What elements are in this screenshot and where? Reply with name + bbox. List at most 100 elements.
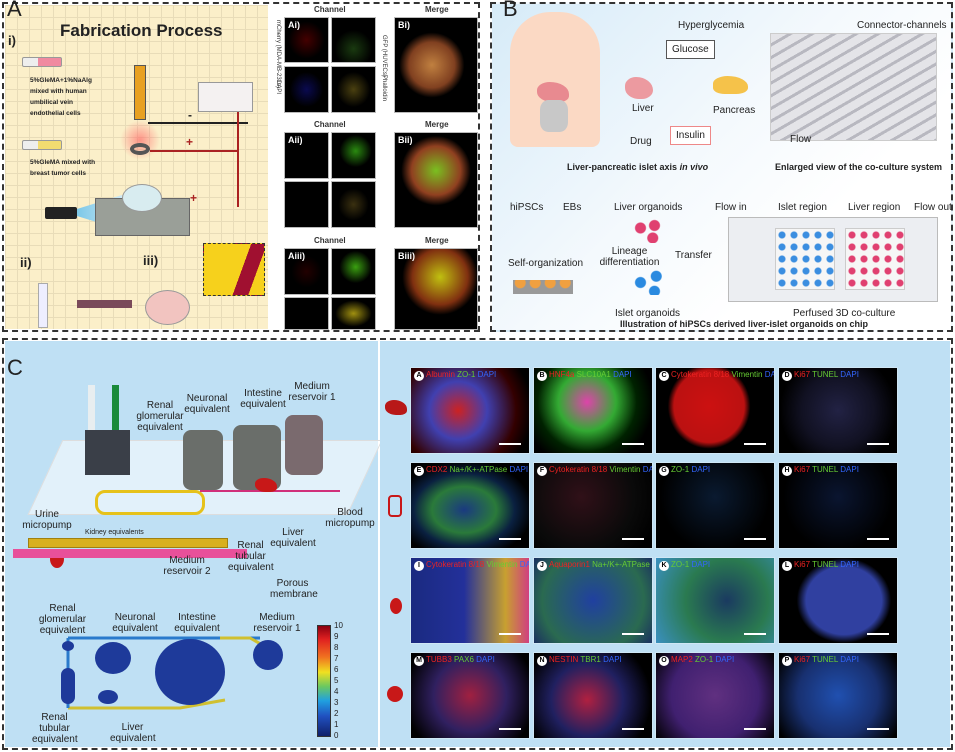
marker-label: TUNEL <box>812 655 839 664</box>
marker-label: DAPI <box>764 370 775 379</box>
wire <box>148 122 248 124</box>
pancreas-label: Pancreas <box>713 105 756 116</box>
marker-label: NESTIN <box>549 655 579 664</box>
colorbar-tick-label: 4 <box>334 687 339 696</box>
pump-connector-icon <box>85 430 130 475</box>
tile-letter: N <box>537 656 547 666</box>
channel-header: Channel <box>314 236 346 245</box>
image-aiii-dapi <box>284 297 329 330</box>
scale-bar <box>499 633 521 635</box>
scale-bar <box>622 728 644 730</box>
tubing-icon <box>112 385 119 440</box>
porous-membrane-label: Porous membrane <box>270 578 318 600</box>
liver-organoid-icons <box>630 218 665 243</box>
row-label-dapi: DAPI <box>275 80 281 95</box>
scale-bar <box>622 633 644 635</box>
panel-c <box>2 338 953 750</box>
islet-well-array <box>775 228 835 290</box>
marker-label: DAPI <box>477 370 497 379</box>
intestine-chamber <box>155 639 225 705</box>
scale-bar <box>867 728 889 730</box>
inset-zoom <box>203 243 265 296</box>
reservoir1-label: Medium reservoir 1 <box>288 381 336 403</box>
image-aiii-gfp <box>331 248 376 295</box>
syringe2-label: 5%GleMA mixed with breast tumor cells <box>30 159 96 177</box>
marker-label: Albumin <box>426 370 455 379</box>
tubing-icon <box>88 385 95 440</box>
arrow-icon <box>77 300 132 308</box>
ebs-label: EBs <box>563 202 582 213</box>
tile-letter: J <box>537 561 547 571</box>
co-culture-3d-view <box>770 33 937 141</box>
marker-label: DAPI <box>642 465 653 474</box>
transfer-label: Transfer <box>675 250 712 261</box>
marker-label: HNF4a <box>549 370 575 379</box>
channel-header: Channel <box>314 5 346 14</box>
image-ai-dapi <box>284 66 329 113</box>
liver-region-label: Liver region <box>848 202 901 213</box>
marker-label: DAPI <box>476 655 495 664</box>
image-aiii-mcherry: Aiii) <box>284 248 329 295</box>
image-biii-merge: Biii) <box>394 248 478 330</box>
lineage-label: Lineage differentiation <box>599 246 660 268</box>
scale-bar <box>744 728 766 730</box>
tile-letter: B <box>537 371 547 381</box>
tile-letter: O <box>659 656 669 666</box>
colorbar-tick-label: 2 <box>334 709 339 718</box>
flow-label: Flow <box>790 134 812 145</box>
marker-label: DAPI <box>715 655 735 664</box>
pancreas-icon <box>713 76 748 94</box>
marker-label: ZO-1 <box>671 465 690 474</box>
panel-a-letter: A <box>7 0 22 21</box>
plus-sign: + <box>190 191 198 205</box>
image-ai-gfp <box>331 17 376 63</box>
scale-bar <box>499 538 521 540</box>
connector-channels-label: Connector-channels <box>857 20 947 31</box>
liver-row-icon <box>385 400 407 415</box>
marker-label: DAPI <box>840 465 859 474</box>
tile-letter: H <box>782 466 792 476</box>
tile-letter: I <box>414 561 424 571</box>
sim-renal-tubular-label: Renal tubular equivalent <box>32 712 78 745</box>
hipscs-label: hiPSCs <box>510 202 544 213</box>
syringe-icon <box>22 57 62 67</box>
plus-sign: + <box>186 135 194 149</box>
image-aii-gfp <box>331 132 376 179</box>
tile-letter: M <box>414 656 424 666</box>
tile-letter: F <box>537 466 547 476</box>
merge-header: Merge <box>425 5 449 14</box>
colorbar-tick-label: 6 <box>334 665 339 674</box>
marker-label: DAPI <box>652 560 653 569</box>
flow-out-label: Flow out <box>914 202 952 213</box>
image-bi-merge: Bi) <box>394 17 478 113</box>
image-ai-phalloidin <box>331 66 376 113</box>
tube-icon <box>38 283 48 328</box>
marker-label: TUNEL <box>812 560 839 569</box>
marker-label: PAX6 <box>454 655 474 664</box>
glomerular-chamber <box>62 641 74 651</box>
marker-label: Ki67 <box>794 370 811 379</box>
syringe1-label: 5%GleMA+1%NaAlg mixed with human umbilic… <box>30 77 92 117</box>
marker-label: Cytokeratin 8/18 <box>549 465 608 474</box>
colorbar-tick-label: 0 <box>334 731 339 740</box>
merge-header: Merge <box>425 120 449 129</box>
islet-organoid-icons <box>630 270 665 295</box>
scale-bar <box>622 443 644 445</box>
row-label-phalloidin: Phalloidin <box>381 75 387 102</box>
colorbar-tick-label: 1 <box>334 720 339 729</box>
step-i: i) <box>8 33 16 48</box>
marker-label: Ki67 <box>794 655 811 664</box>
tile-letter: D <box>782 371 792 381</box>
